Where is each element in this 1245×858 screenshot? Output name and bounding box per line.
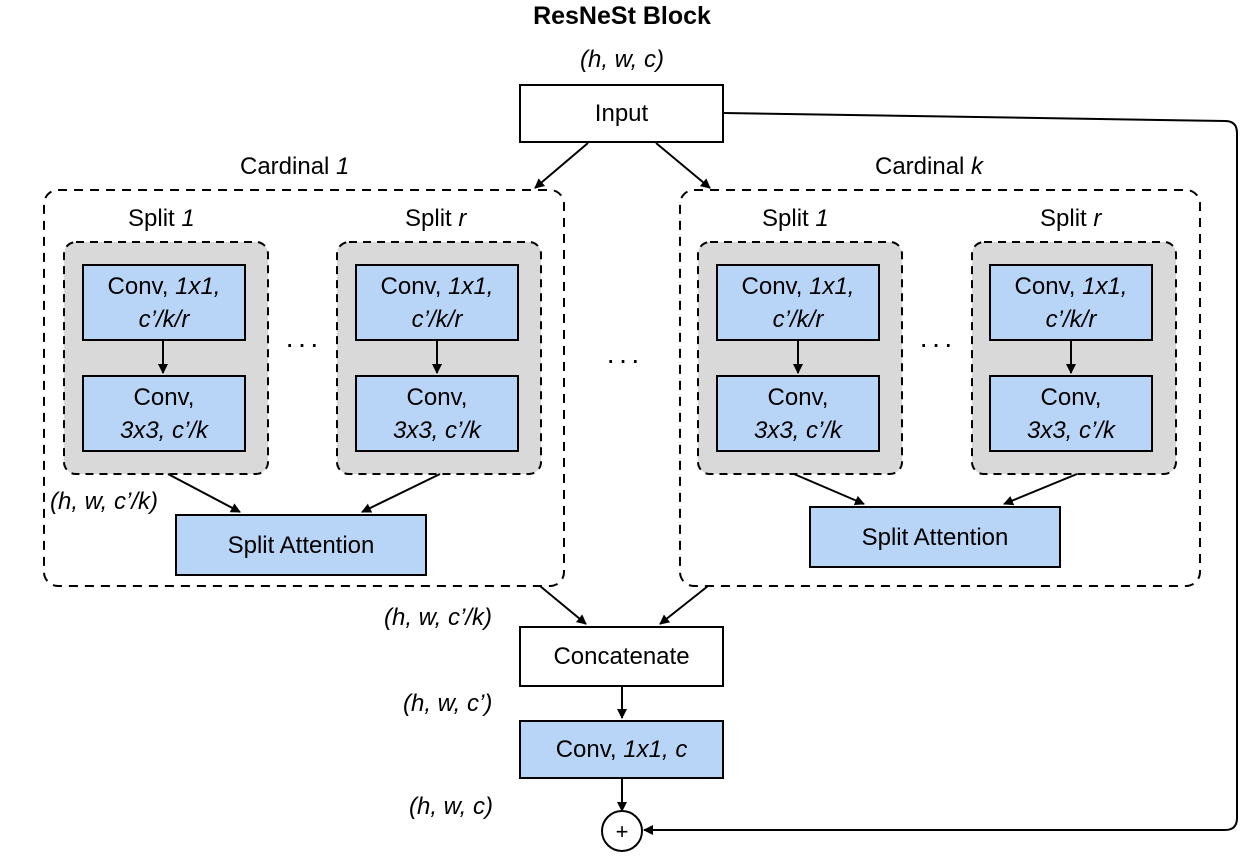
sum-node — [601, 810, 643, 852]
sum-symbol: + — [616, 819, 629, 844]
arrow-split-1-to-attention-left — [167, 473, 241, 513]
cardinal-k-group — [679, 189, 1201, 587]
split-attention-right: Split Attention — [809, 506, 1061, 568]
ellipsis-splits-right: ··· — [919, 328, 956, 359]
concatenate-box: Concatenate — [519, 626, 724, 687]
arrow-split-1-to-attention-right — [793, 473, 865, 506]
arrow-input-to-cardinal-k — [655, 142, 711, 189]
arrow-split-r-to-attention-left — [361, 473, 441, 513]
arrow-cardinal-k-to-concat — [659, 585, 709, 625]
split-output-dims: (h, w, c’/k) — [50, 488, 159, 515]
input-dims: (h, w, c) — [579, 46, 665, 73]
concat-input-dims: (h, w, c’/k) — [384, 604, 493, 631]
concat-output-dims: (h, w, c’) — [403, 690, 493, 717]
conv-3x3-split-r-left: Conv, 3x3, c’/k — [355, 375, 519, 452]
cardinal-1-group — [43, 189, 565, 587]
input-label: Input — [594, 100, 649, 127]
conv-3x3-split-1-right: Conv, 3x3, c’/k — [716, 375, 880, 452]
conv-1x1-split-1-left: Conv, 1x1, c’/k/r — [82, 264, 246, 341]
split-r-label-left: Split r — [405, 205, 467, 232]
arrow-input-to-cardinal-1 — [534, 142, 589, 189]
ellipsis-splits-left: ··· — [285, 328, 322, 359]
final-conv-1x1-box: Conv, 1x1, c — [519, 720, 724, 779]
split-attention-left: Split Attention — [175, 514, 427, 576]
split-r-label-right: Split r — [1040, 205, 1102, 232]
arrow-split-r-to-attention-right — [1003, 473, 1078, 506]
arrow-cardinal-1-to-concat — [539, 585, 587, 625]
cardinal-k-label: Cardinal k — [875, 153, 984, 180]
cardinal-1-label: Cardinal 1 — [240, 153, 350, 180]
conv-1x1-split-r-left: Conv, 1x1, c’/k/r — [355, 264, 519, 341]
diagram-title: ResNeSt Block — [533, 2, 711, 30]
ellipsis-cardinals: ··· — [606, 344, 643, 375]
split-1-label-right: Split 1 — [762, 205, 829, 232]
conv-1x1-split-r-right: Conv, 1x1, c’/k/r — [989, 264, 1153, 341]
input-box: Input — [519, 84, 724, 143]
conv-3x3-split-1-left: Conv, 3x3, c’/k — [82, 375, 246, 452]
conv-1x1-split-1-right: Conv, 1x1, c’/k/r — [716, 264, 880, 341]
conv-3x3-split-r-right: Conv, 3x3, c’/k — [989, 375, 1153, 452]
output-dims: (h, w, c) — [409, 793, 494, 820]
split-1-label-left: Split 1 — [128, 205, 195, 232]
residual-skip-connection — [643, 112, 1238, 835]
